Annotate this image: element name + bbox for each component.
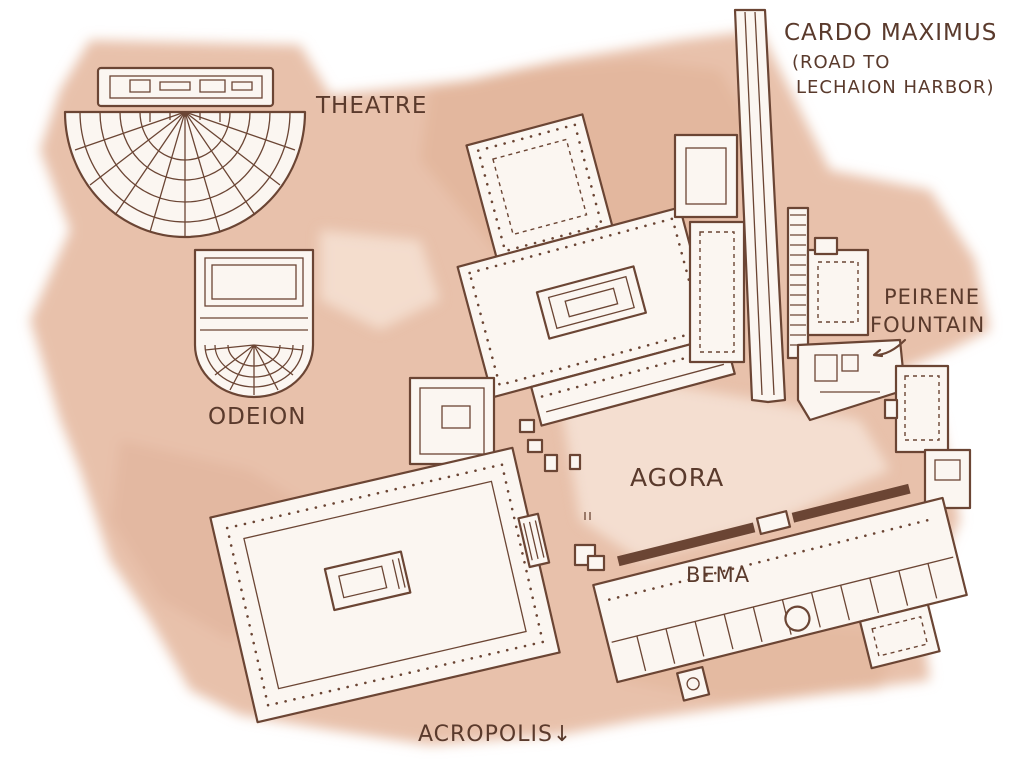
cardo-buildings (673, 133, 810, 364)
theatre-building (63, 66, 307, 239)
label-cardo-maximus: CARDO MAXIMUS (784, 20, 997, 46)
peirene-fountain (796, 236, 907, 422)
label-acropolis: ACROPOLIS↓ (418, 722, 572, 747)
agora-foundations (518, 418, 606, 572)
label-bema: BEMA (686, 563, 750, 587)
label-agora: AGORA (630, 463, 724, 492)
temple-e-precinct (209, 376, 561, 724)
label-theatre: THEATRE (315, 93, 427, 119)
label-fountain: FOUNTAIN (870, 313, 985, 337)
cardo-maximus-road (733, 8, 787, 404)
odeion-building (193, 248, 315, 399)
east-buildings (883, 364, 972, 510)
south-stoa (592, 483, 968, 702)
label-cardo-harbor: LECHAION HARBOR) (796, 77, 995, 98)
north-temple-complex (456, 113, 736, 427)
wash-highlights (320, 230, 890, 560)
label-peirene: PEIRENE (884, 285, 980, 309)
map-labels: THEATRE CARDO MAXIMUS (ROAD TO LECHAION … (208, 20, 997, 747)
label-odeion: ODEION (208, 404, 306, 430)
label-cardo-road: (ROAD TO (792, 52, 890, 73)
